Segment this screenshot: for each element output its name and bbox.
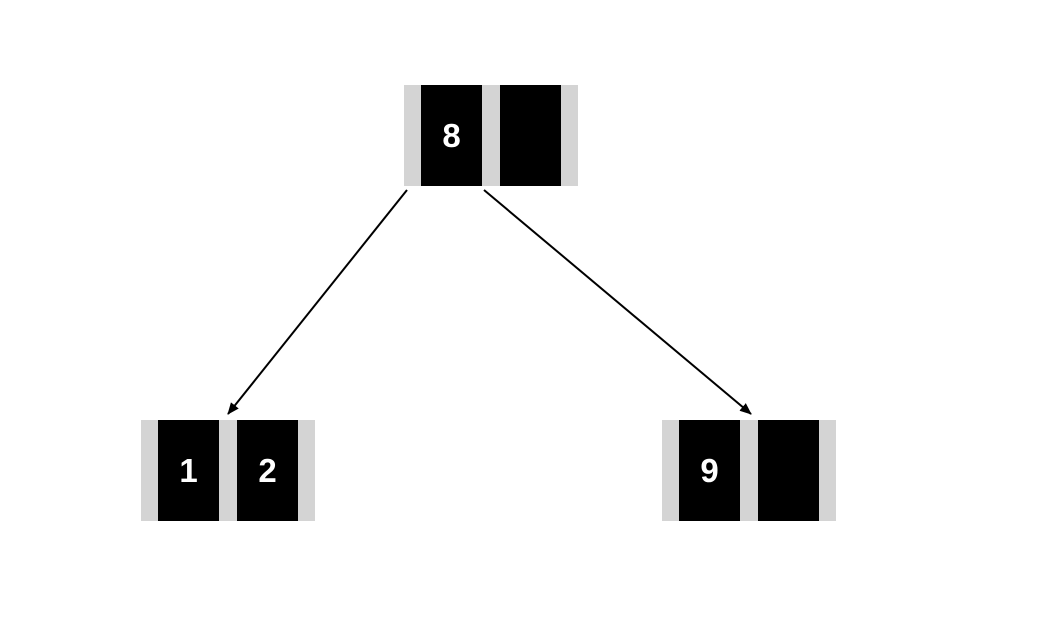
left-key-1: 2 [237, 420, 298, 521]
root-key-0: 8 [421, 85, 482, 186]
edge-root-to-left [227, 189, 408, 415]
root-pointer-1 [482, 85, 500, 186]
left-key-0: 1 [158, 420, 219, 521]
root-pointer-0 [404, 85, 421, 186]
right-pointer-2 [819, 420, 836, 521]
left-child-node: 1 2 [141, 420, 315, 521]
edge-root-to-right [483, 189, 752, 415]
root-node: 8 [404, 85, 578, 186]
left-pointer-0 [141, 420, 158, 521]
root-pointer-2 [561, 85, 578, 186]
left-pointer-2 [298, 420, 315, 521]
right-key-0: 9 [679, 420, 740, 521]
right-key-1 [758, 420, 819, 521]
right-pointer-0 [662, 420, 679, 521]
left-pointer-1 [219, 420, 237, 521]
root-key-1 [500, 85, 561, 186]
right-pointer-1 [740, 420, 758, 521]
right-child-node: 9 [662, 420, 836, 521]
